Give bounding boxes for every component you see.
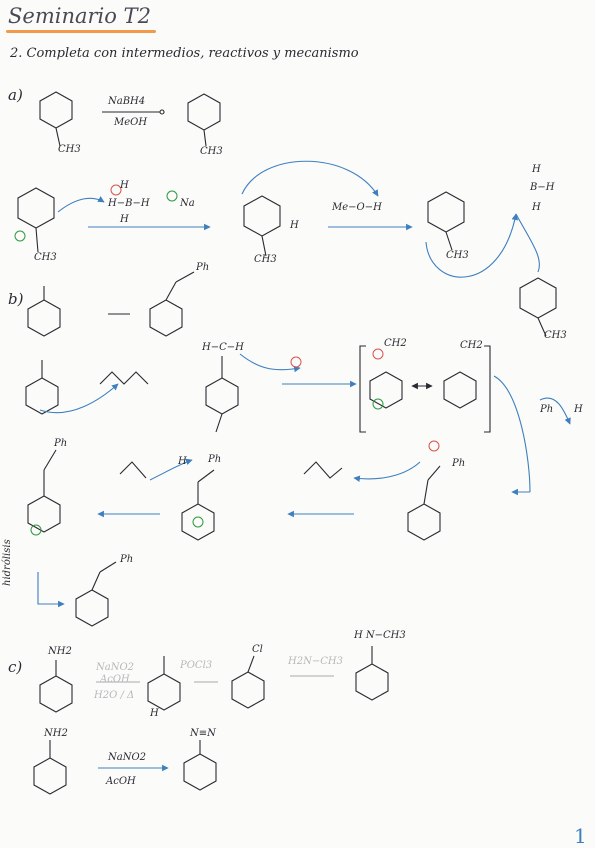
styryl-acylpyridinium	[27, 495, 61, 533]
iminium-ring	[427, 191, 465, 233]
curved-arrow-aldol-down	[493, 375, 531, 493]
title-underline	[6, 30, 156, 33]
enolate-ch2-label: CH2	[384, 338, 407, 349]
reagent-acoh-2: AcOH	[106, 776, 136, 787]
hydrolysis-arrow	[37, 572, 65, 608]
adduct-h-label: H	[178, 456, 187, 467]
section-b-label: b)	[8, 290, 24, 308]
methylamino-label: H N−CH3	[354, 630, 406, 641]
borane-label: B−H	[530, 182, 555, 193]
pyridone-ring	[147, 673, 181, 711]
acetate-adduct-ring	[181, 503, 215, 541]
minus-charge-carbanion	[372, 348, 384, 360]
borane-bottom-h: H	[532, 202, 541, 213]
carbanion-label: H−C−H	[202, 342, 244, 353]
curved-arrow-product	[515, 213, 540, 273]
sodium-label: Na	[180, 198, 195, 209]
benzaldehyde-ph: Ph	[540, 404, 554, 415]
plus-charge-na	[166, 190, 178, 202]
reagent-meoh: MeOH	[114, 117, 148, 128]
styrylpyridine-ring	[149, 299, 183, 337]
product-methyl-label: CH3	[200, 146, 223, 157]
boron-top-h: H	[120, 180, 129, 191]
curved-arrow-acylation	[39, 383, 119, 414]
aldehyde-h: H	[574, 404, 583, 415]
exercise-statement: 2. Completa con intermedios, reactivos y…	[10, 46, 359, 61]
enamine-ch2-label: CH2	[460, 340, 483, 351]
curved-arrow-protonation	[241, 160, 379, 197]
iminium-methyl-label: CH3	[446, 250, 469, 261]
final-methyl-label: CH3	[544, 330, 567, 341]
reagent-water-heat: H2O / Δ	[94, 690, 135, 701]
boron-bottom-h: H	[120, 214, 129, 225]
hydrolysis-label: hidrólisis	[2, 539, 13, 586]
curved-arrow-hydride	[57, 196, 105, 213]
section-a-label: a)	[8, 86, 23, 104]
curved-arrow-second-hydride	[425, 213, 519, 278]
plus-charge-b2	[192, 516, 204, 528]
styryl-ph-label-2: Ph	[54, 438, 68, 449]
resonance-bracket-left	[359, 345, 366, 433]
minus-charge-alkoxide	[428, 440, 440, 452]
chloro-label: Cl	[252, 644, 263, 655]
pyridone-h-label: H	[150, 708, 159, 719]
page-title: Seminario T2	[8, 4, 151, 28]
dihydropyridine-ring	[243, 195, 281, 237]
plus-charge-a	[14, 230, 26, 242]
reagent-acoh: AcOH	[100, 674, 130, 685]
reagent-methylamine: H2N−CH3	[288, 656, 343, 667]
minus-charge-acetate	[290, 356, 302, 368]
picoline-ring	[27, 299, 61, 337]
resonance-bracket-right	[484, 345, 491, 433]
tetrahydropyridine-ring	[187, 93, 221, 131]
plus-charge-b3	[30, 524, 42, 536]
aminopyridine-ring	[39, 675, 73, 713]
picoline-ring-2	[25, 377, 59, 415]
final-ph-label: Ph	[120, 554, 134, 565]
methanol-label: Me−O−H	[332, 202, 382, 213]
plus-charge-b	[372, 398, 384, 410]
acetic-anhydride	[99, 371, 149, 385]
reagent-nano2-2: NaNO2	[108, 752, 147, 763]
final-styrylpyridine	[75, 589, 109, 627]
amine-label-2: NH2	[44, 728, 68, 739]
methyl-label: CH3	[58, 144, 81, 155]
reagent-nabh4: NaBH4	[108, 96, 146, 107]
methylaminopyridine-ring	[355, 663, 389, 701]
acetate-fragment	[119, 461, 147, 479]
curved-arrow-elimination	[149, 458, 193, 481]
mech-methyl-label: CH3	[34, 252, 57, 263]
pyridinium-ring	[39, 91, 73, 129]
page-number: 1	[574, 824, 587, 848]
enamine-ring-1	[369, 371, 403, 409]
pyridinium-ring-mech	[17, 187, 55, 229]
tetrahydropyridine-product	[519, 277, 557, 319]
alkoxide-ph-label: Ph	[452, 458, 466, 469]
borane-top-h: H	[532, 164, 541, 175]
minus-charge-boron	[110, 184, 122, 196]
borohydride-label: H−B−H	[108, 198, 150, 209]
adduct-ph-label: Ph	[208, 454, 222, 465]
diazonium-ring	[183, 753, 217, 791]
curved-arrow-alkoxide	[353, 461, 421, 483]
amine-label: NH2	[48, 646, 72, 657]
dihydro-methyl-label: CH3	[254, 254, 277, 265]
styryl-ph-label: Ph	[196, 262, 210, 273]
dihydro-h-label: H	[290, 220, 299, 231]
diazonium-label: N≡N	[190, 728, 216, 739]
section-c-label: c)	[8, 658, 23, 676]
alkoxide-ring	[407, 503, 441, 541]
curved-arrow-aldehyde	[539, 397, 571, 425]
anhydride-fragment	[303, 461, 343, 479]
enamine-ring-2	[443, 371, 477, 409]
acylpyridinium-ring	[205, 377, 239, 415]
chloropyridine-ring	[231, 671, 265, 709]
aminopyridine-ring-2	[33, 757, 67, 795]
reagent-nano2: NaNO2	[96, 662, 135, 673]
curved-arrow-deprotonation	[239, 353, 301, 373]
reagent-pocl3: POCl3	[180, 660, 213, 671]
